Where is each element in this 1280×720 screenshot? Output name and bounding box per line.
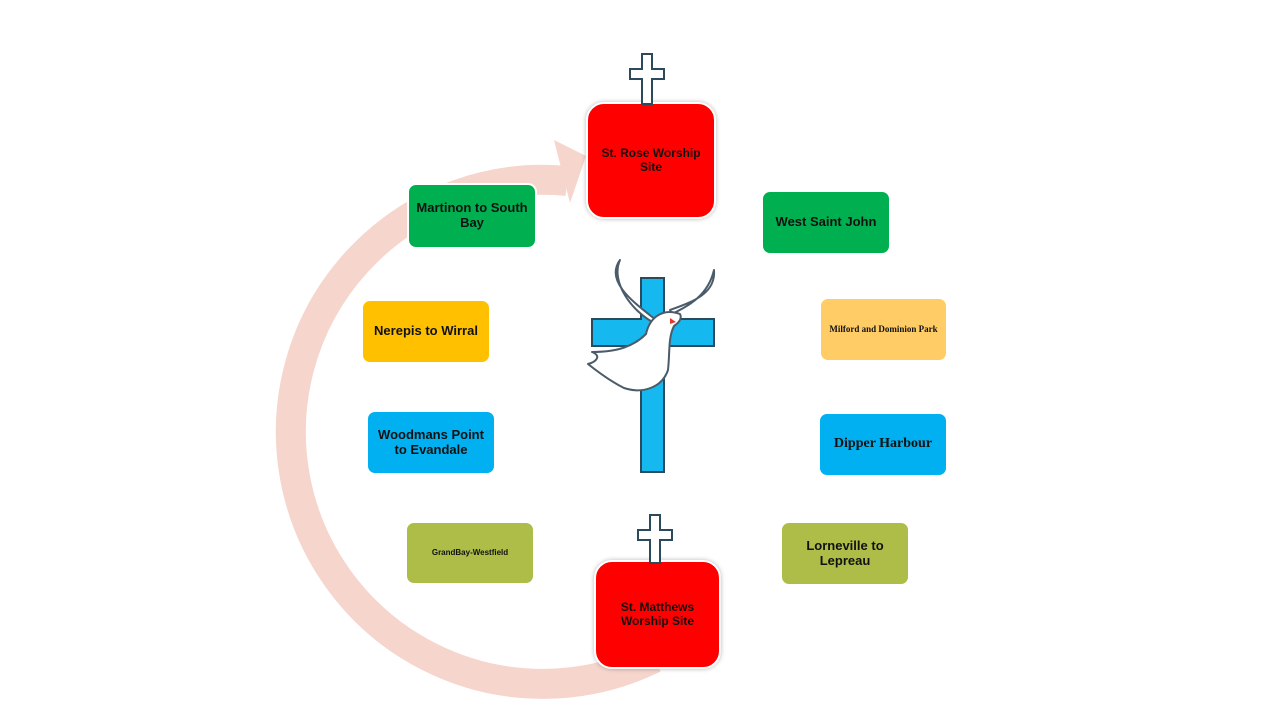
area-dipper-harbour[interactable]: Dipper Harbour bbox=[818, 412, 948, 477]
area-grandbay-westfield[interactable]: GrandBay-Westfield bbox=[405, 521, 535, 585]
cycle-arrowhead bbox=[554, 140, 586, 203]
area-martinon-to-south-bay[interactable]: Martinon to South Bay bbox=[407, 183, 537, 249]
st-matthews-worship-site[interactable]: St. Matthews Worship Site bbox=[594, 560, 721, 669]
dove bbox=[587, 259, 716, 392]
cross-icon bbox=[629, 53, 665, 105]
olive-branch bbox=[670, 318, 676, 324]
dove-cross-icon bbox=[587, 259, 716, 473]
cross-icon bbox=[637, 514, 673, 564]
st-rose-worship-site[interactable]: St. Rose Worship Site bbox=[586, 102, 716, 219]
area-woodmans-point-to-evandale[interactable]: Woodmans Point to Evandale bbox=[366, 410, 496, 475]
area-lorneville-to-lepreau[interactable]: Lorneville to Lepreau bbox=[780, 521, 910, 586]
area-west-saint-john[interactable]: West Saint John bbox=[761, 190, 891, 255]
area-nerepis-to-wirral[interactable]: Nerepis to Wirral bbox=[361, 299, 491, 364]
area-milford-and-dominion-park[interactable]: Milford and Dominion Park bbox=[819, 297, 948, 362]
